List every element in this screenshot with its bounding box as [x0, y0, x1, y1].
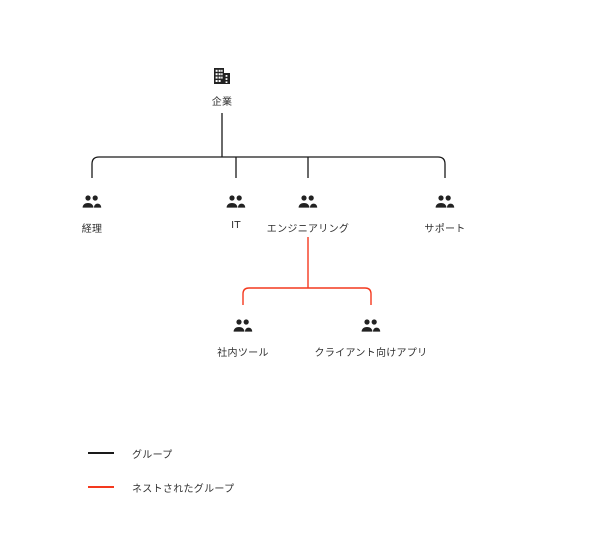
node-label: 経理: [81, 224, 103, 235]
group-icon: [291, 315, 451, 337]
node-internal-tools[interactable]: 社内ツール: [163, 315, 323, 359]
node-accounting[interactable]: 経理: [12, 191, 172, 235]
department-bus-edge: [91, 156, 446, 178]
group-edges: [91, 113, 446, 178]
node-label: IT: [231, 220, 241, 231]
node-label: クライアント向けアプリ: [314, 348, 428, 359]
nested-line-swatch: [88, 486, 114, 488]
nested-group-edges: [242, 237, 372, 305]
building-icon: [142, 64, 302, 86]
node-label: 社内ツール: [217, 348, 269, 359]
group-icon: [163, 315, 323, 337]
group-icon: [156, 191, 316, 213]
group-icon: [228, 191, 388, 213]
legend-item-label: ネストされたグループ: [132, 483, 235, 495]
group-icon: [365, 191, 525, 213]
node-engineering[interactable]: エンジニアリング: [228, 191, 388, 235]
legend: グループ ネストされたグループ: [88, 436, 234, 504]
legend-item-group: グループ: [88, 436, 234, 470]
group-icon: [12, 191, 172, 213]
node-client-apps[interactable]: クライアント向けアプリ: [291, 315, 451, 359]
nested-bus-edge: [242, 287, 372, 305]
node-it[interactable]: IT: [156, 191, 316, 231]
node-label: エンジニアリング: [266, 224, 350, 235]
node-company[interactable]: 企業: [142, 64, 302, 108]
node-support[interactable]: サポート: [365, 191, 525, 235]
node-label: サポート: [424, 224, 466, 235]
node-label: 企業: [211, 97, 233, 108]
group-line-swatch: [88, 452, 114, 454]
legend-item-label: グループ: [132, 449, 173, 461]
legend-item-nested-group: ネストされたグループ: [88, 470, 234, 504]
